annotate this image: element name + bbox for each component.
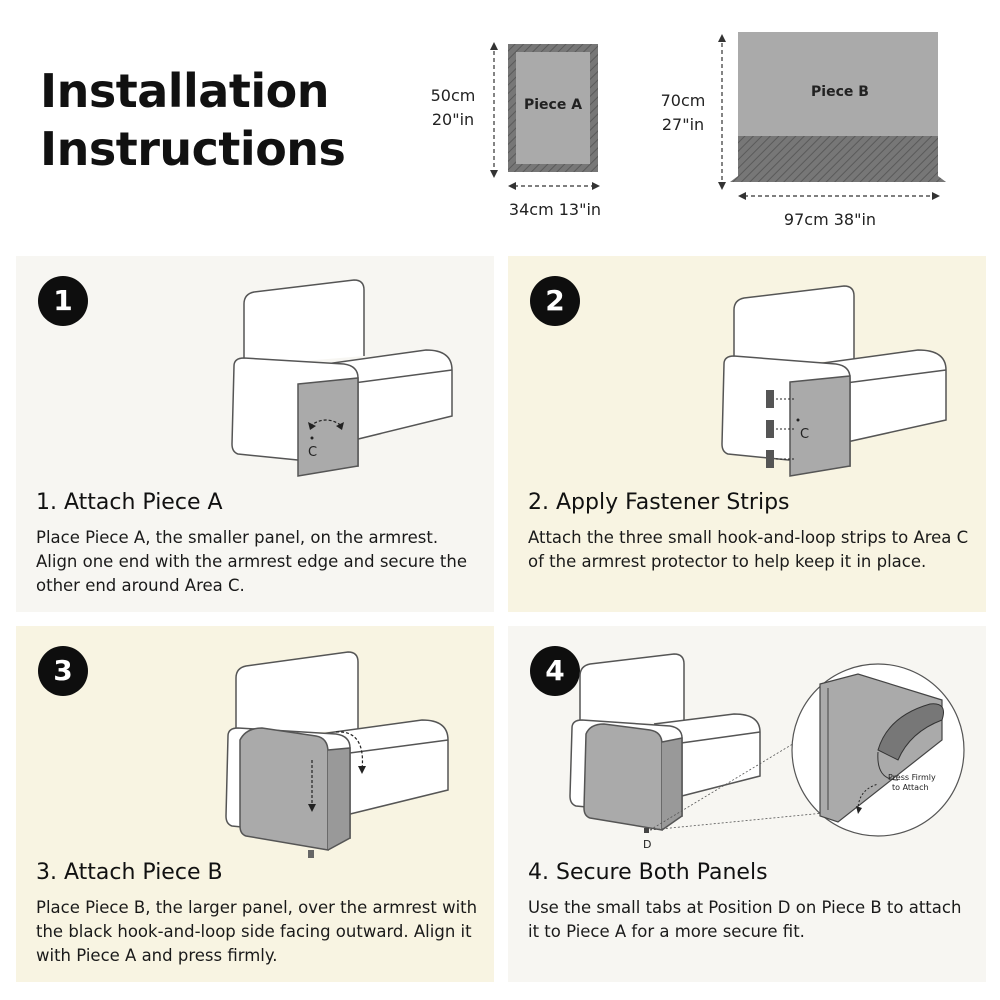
piece-b-width: 97cm 38"in bbox=[783, 210, 877, 229]
step-3-badge: 3 bbox=[38, 646, 88, 696]
step-4-title: 4. Secure Both Panels bbox=[528, 860, 768, 885]
step-4-badge: 4 bbox=[530, 646, 580, 696]
position-d-label: D bbox=[643, 838, 651, 851]
piece-b-label: Piece B bbox=[811, 84, 869, 100]
step-2-title: 2. Apply Fastener Strips bbox=[528, 490, 790, 515]
step-1-badge: 1 bbox=[38, 276, 88, 326]
step-3-panel: 3 3. Attach Piece B Place Piece B, the l… bbox=[16, 626, 494, 982]
piece-a-height-in: 20"in bbox=[431, 110, 475, 129]
area-c-label: C bbox=[308, 445, 317, 460]
step-4-panel: 4 D Press Firmly to Attach 4. Secure Bot… bbox=[508, 626, 986, 982]
step-1-body: Place Piece A, the smaller panel, on the… bbox=[36, 528, 467, 595]
piece-a-label: Piece A bbox=[524, 97, 582, 113]
page-title: Installation Instructions bbox=[40, 62, 346, 178]
piece-a-width: 34cm 13"in bbox=[508, 200, 602, 219]
step-1-title: 1. Attach Piece A bbox=[36, 490, 223, 515]
step-2-panel: 2 C 2. Apply Fastener Strips Attach the … bbox=[508, 256, 986, 612]
sofa-illustration-4: D Press Firmly to Attach bbox=[569, 653, 965, 851]
sofa-illustration-2: C bbox=[721, 285, 947, 477]
press-note-line-1: Press Firmly bbox=[888, 773, 936, 782]
title-line-1: Installation bbox=[40, 64, 329, 118]
step-1-panel: 1 C 1. Attach Piece A Place Piece A, the… bbox=[16, 256, 494, 612]
sofa-illustration-1: C bbox=[231, 279, 453, 477]
piece-a-diagram: Piece A bbox=[490, 42, 600, 190]
step-4-body: Use the small tabs at Position D on Piec… bbox=[528, 898, 962, 941]
piece-b-height-in: 27"in bbox=[661, 115, 705, 134]
piece-b-height-cm: 70cm bbox=[660, 91, 706, 110]
step-3-title: 3. Attach Piece B bbox=[36, 860, 223, 885]
title-line-2: Instructions bbox=[40, 122, 346, 176]
step-2-badge: 2 bbox=[530, 276, 580, 326]
area-c-label-2: C bbox=[800, 427, 809, 442]
piece-b-diagram: Piece B bbox=[718, 32, 946, 200]
piece-a-height-cm: 50cm bbox=[430, 86, 476, 105]
step-2-body: Attach the three small hook-and-loop str… bbox=[528, 528, 969, 571]
step-3-body: Place Piece B, the larger panel, over th… bbox=[36, 898, 478, 965]
sofa-illustration-3 bbox=[225, 651, 449, 858]
piece-a-height: 50cm 20"in bbox=[418, 84, 488, 132]
piece-b-height: 70cm 27"in bbox=[648, 89, 718, 137]
press-note-line-2: to Attach bbox=[892, 783, 929, 792]
